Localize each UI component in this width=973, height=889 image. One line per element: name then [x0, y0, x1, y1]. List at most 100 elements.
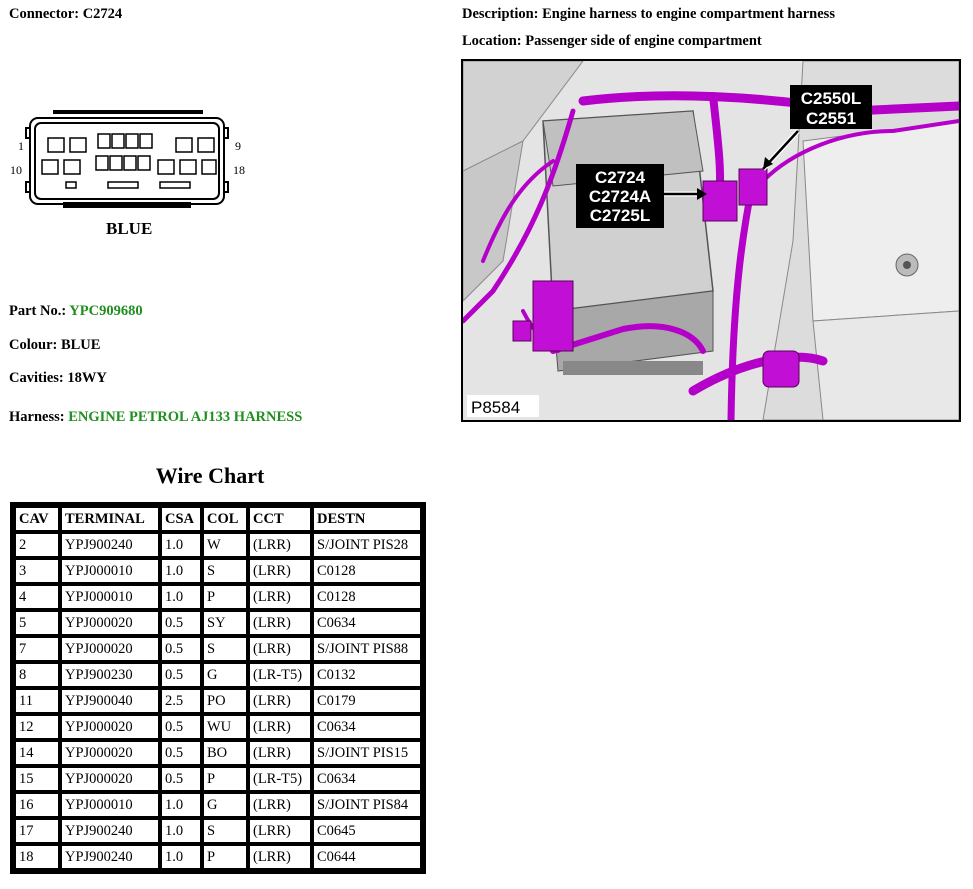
cell-cav: 2 — [13, 531, 61, 559]
cell-terminal: YPJ000020 — [59, 635, 161, 663]
connector-title: Connector: C2724 — [9, 6, 122, 23]
cell-terminal: YPJ000020 — [59, 765, 161, 793]
cell-col: G — [201, 661, 249, 689]
cell-destn: C0634 — [311, 609, 423, 637]
cell-cav: 18 — [13, 843, 61, 871]
cell-cav: 4 — [13, 583, 61, 611]
cell-cct: (LRR) — [247, 687, 313, 715]
cell-csa: 1.0 — [159, 817, 203, 845]
cell-cct: (LRR) — [247, 583, 313, 611]
connector-pinout-diagram: 1 9 10 18 BLUE — [10, 110, 245, 238]
cell-col: P — [201, 765, 249, 793]
cell-destn: C0634 — [311, 713, 423, 741]
connector-value: C2724 — [82, 6, 123, 22]
cell-terminal: YPJ000020 — [59, 739, 161, 767]
cell-csa: 1.0 — [159, 583, 203, 611]
connector-label: Connector: — [9, 6, 80, 22]
description-line: Description: Engine harness to engine co… — [462, 6, 835, 23]
cell-csa: 1.0 — [159, 843, 203, 871]
cell-csa: 0.5 — [159, 765, 203, 793]
cell-cct: (LRR) — [247, 557, 313, 585]
header-cct: CCT — [247, 505, 313, 533]
cell-destn: C0179 — [311, 687, 423, 715]
cell-col: P — [201, 583, 249, 611]
engine-compartment-photo: C2550L C2551 C2724 C2724A C2725L P8584 — [461, 59, 961, 422]
cell-destn: S/JOINT PIS15 — [311, 739, 423, 767]
cell-csa: 0.5 — [159, 739, 203, 767]
cell-cav: 5 — [13, 609, 61, 637]
cell-terminal: YPJ900230 — [59, 661, 161, 689]
cell-cct: (LRR) — [247, 739, 313, 767]
pin-18-label: 18 — [233, 163, 245, 177]
location-line: Location: Passenger side of engine compa… — [462, 33, 762, 50]
cavities-line: Cavities: 18WY — [9, 370, 107, 387]
callout-c2725l: C2725L — [590, 206, 650, 225]
cell-csa: 0.5 — [159, 713, 203, 741]
cell-destn: S/JOINT PIS88 — [311, 635, 423, 663]
cell-col: S — [201, 635, 249, 663]
header-col: COL — [201, 505, 249, 533]
cavities-value: 18WY — [67, 370, 107, 386]
cell-destn: S/JOINT PIS28 — [311, 531, 423, 559]
cell-cav: 14 — [13, 739, 61, 767]
part-number-label: Part No.: — [9, 303, 67, 319]
cell-col: PO — [201, 687, 249, 715]
cell-cav: 3 — [13, 557, 61, 585]
cell-terminal: YPJ900240 — [59, 817, 161, 845]
cell-cav: 15 — [13, 765, 61, 793]
callout-c2724: C2724 — [595, 168, 646, 187]
cell-terminal: YPJ000010 — [59, 791, 161, 819]
cell-terminal: YPJ000010 — [59, 583, 161, 611]
cell-destn: C0132 — [311, 661, 423, 689]
pinout-color-label: BLUE — [106, 219, 152, 238]
callout-c2550l: C2550L — [801, 89, 861, 108]
description-label: Description: — [462, 6, 539, 22]
cell-csa: 2.5 — [159, 687, 203, 715]
callout-c2551: C2551 — [806, 109, 856, 128]
cell-cct: (LRR) — [247, 609, 313, 637]
cell-cct: (LRR) — [247, 791, 313, 819]
pin-9-label: 9 — [235, 139, 241, 153]
cell-csa: 0.5 — [159, 661, 203, 689]
cell-col: P — [201, 843, 249, 871]
colour-line: Colour: BLUE — [9, 337, 100, 354]
cell-cav: 16 — [13, 791, 61, 819]
engine-compartment-illustration: C2550L C2551 C2724 C2724A C2725L P8584 — [463, 61, 959, 420]
harness-value: ENGINE PETROL AJ133 HARNESS — [68, 409, 303, 425]
cell-terminal: YPJ900040 — [59, 687, 161, 715]
pin-10-label: 10 — [10, 163, 22, 177]
cell-terminal: YPJ000020 — [59, 609, 161, 637]
pin-1-label: 1 — [18, 139, 24, 153]
location-label: Location: — [462, 33, 522, 49]
header-terminal: TERMINAL — [59, 505, 161, 533]
cell-cav: 8 — [13, 661, 61, 689]
cell-csa: 1.0 — [159, 791, 203, 819]
description-value: Engine harness to engine compartment har… — [542, 6, 835, 22]
cell-cct: (LR-T5) — [247, 661, 313, 689]
cell-destn: C0128 — [311, 557, 423, 585]
header-csa: CSA — [159, 505, 203, 533]
cell-col: W — [201, 531, 249, 559]
cell-destn: C0128 — [311, 583, 423, 611]
cell-col: G — [201, 791, 249, 819]
cell-cct: (LR-T5) — [247, 765, 313, 793]
cell-col: WU — [201, 713, 249, 741]
harness-line: Harness: ENGINE PETROL AJ133 HARNESS — [9, 409, 302, 426]
cell-csa: 1.0 — [159, 531, 203, 559]
cell-cct: (LRR) — [247, 817, 313, 845]
wire-chart-title: Wire Chart — [155, 463, 265, 488]
cell-cct: (LRR) — [247, 531, 313, 559]
cell-cav: 17 — [13, 817, 61, 845]
cell-destn: C0645 — [311, 817, 423, 845]
callout-c2724a: C2724A — [589, 187, 651, 206]
